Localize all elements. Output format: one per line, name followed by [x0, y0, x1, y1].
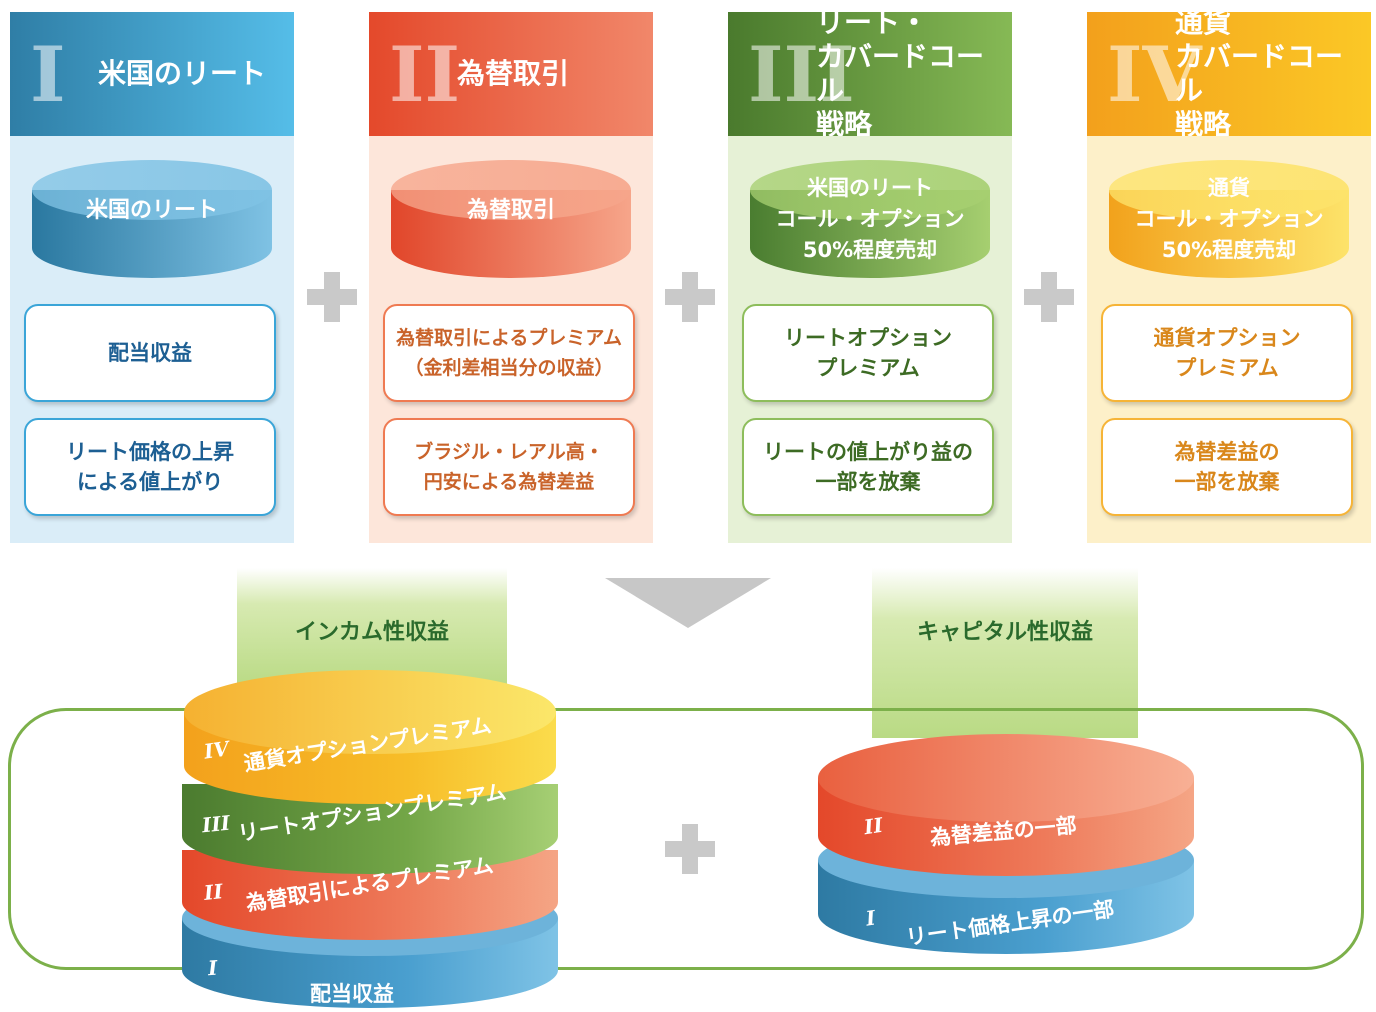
plus-icon	[665, 272, 715, 322]
column-disk: 米国のリート コール・オプション 50%程度売却	[748, 158, 992, 280]
tradeoff-box: リート価格の上昇 による値上がり	[24, 418, 276, 516]
column-disk: 通貨 コール・オプション 50%程度売却	[1107, 158, 1351, 280]
column-header: I 米国のリート	[10, 12, 294, 136]
tradeoff-box: リートの値上がり益の 一部を放棄	[742, 418, 994, 516]
benefit-box: リートオプション プレミアム	[742, 304, 994, 402]
total-return-frame	[8, 708, 1364, 970]
column-title: 為替取引	[457, 57, 570, 90]
column-numeral: II	[389, 30, 461, 119]
benefit-box: 配当収益	[24, 304, 276, 402]
income-layer-1: 配当収益	[310, 982, 394, 1006]
column-numeral: III	[748, 30, 855, 119]
benefit-box: 通貨オプション プレミアム	[1101, 304, 1353, 402]
column-numeral: I	[30, 30, 66, 119]
disk-label: 為替取引	[466, 198, 555, 223]
disk-label: 米国のリート コール・オプション 50%程度売却	[775, 175, 965, 262]
capital-stack	[818, 734, 1194, 954]
down-arrow-icon	[605, 578, 771, 628]
plus-icon	[307, 272, 357, 322]
plus-icon	[1024, 272, 1074, 322]
column-title: リート・ カバードコール 戦略	[816, 6, 985, 141]
disk-label: 通貨 コール・オプション 50%程度売却	[1134, 175, 1324, 262]
column-disk: 為替取引	[389, 158, 633, 280]
layer-numeral: II	[862, 812, 885, 840]
column-numeral: IV	[1107, 30, 1202, 119]
tradeoff-box: ブラジル・レアル高・ 円安による為替差益	[383, 418, 635, 516]
income-band: インカム性収益	[237, 568, 507, 688]
layer-numeral: IV	[202, 736, 231, 764]
column-disk: 米国のリート	[30, 158, 274, 280]
column-title: 通貨 カバードコール 戦略	[1175, 6, 1344, 141]
benefit-box: 為替取引によるプレミアム （金利差相当分の収益）	[383, 304, 635, 402]
disk-label: 米国のリート	[85, 198, 218, 223]
tradeoff-box: 為替差益の 一部を放棄	[1101, 418, 1353, 516]
column-title: 米国のリート	[98, 57, 267, 90]
layer-numeral: II	[202, 879, 224, 905]
capital-label: キャピタル性収益	[916, 620, 1093, 645]
layer-numeral: I	[207, 955, 219, 981]
income-stack	[182, 670, 558, 1008]
layer-numeral: III	[200, 810, 232, 838]
income-label: インカム性収益	[294, 620, 449, 645]
plus-icon	[665, 824, 715, 874]
